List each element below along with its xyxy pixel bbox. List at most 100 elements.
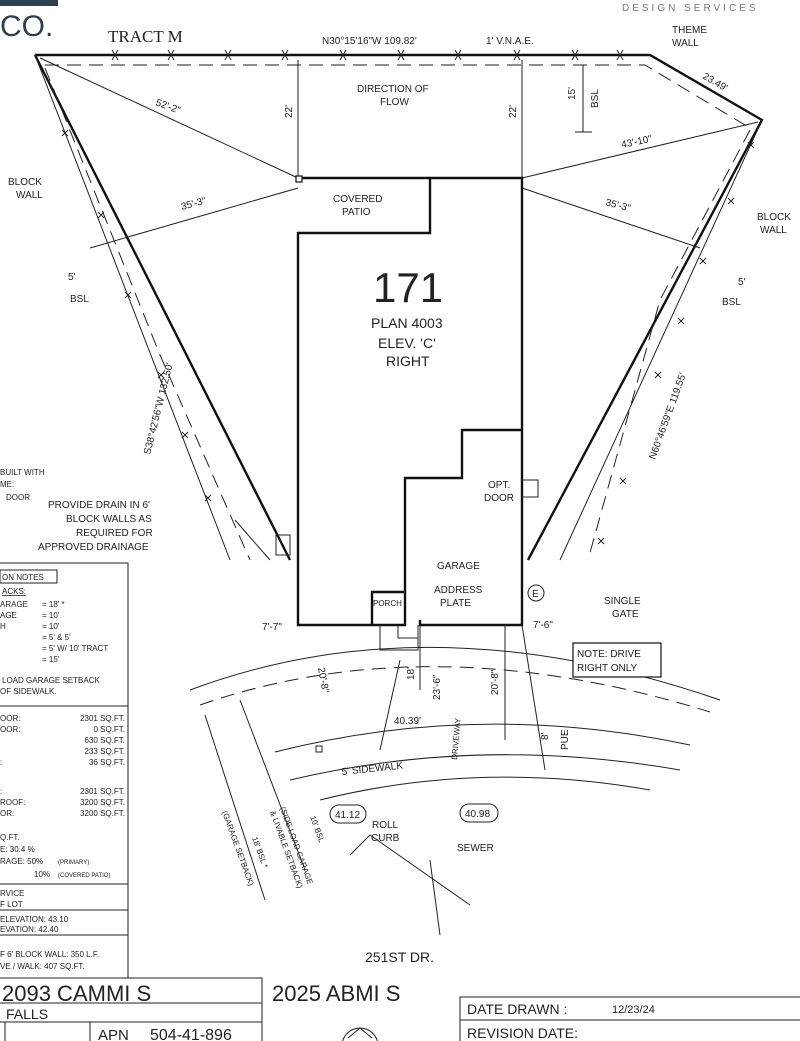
elevation-label: ELEV. 'C': [378, 335, 436, 351]
dim-8: 8': [540, 732, 551, 740]
dim-22: 22': [508, 105, 519, 118]
opt-door: [522, 479, 539, 498]
quantity-text: F 6' BLOCK WALL: 350 L.F.: [0, 950, 99, 959]
area-label: OOR:: [0, 714, 20, 723]
notes-title: ON NOTES: [2, 573, 44, 582]
corner-marker: [295, 175, 303, 183]
dim-35-3: 35'-3": [604, 197, 632, 214]
area-label: OR:: [0, 809, 14, 818]
setback-item: = 10': [42, 622, 60, 631]
dim-35-3: 35'-3": [180, 196, 208, 213]
subdivision-name: FALLS: [6, 1006, 48, 1022]
orientation-label: RIGHT: [386, 353, 430, 369]
theme-wall-label: THEME: [672, 25, 707, 36]
right-bearing: N60°46'59"E 119.55': [647, 371, 689, 461]
area-label: :: [0, 758, 2, 767]
tract-label: TRACT M: [108, 27, 183, 46]
plan-label: PLAN 4003: [371, 315, 443, 331]
block-wall-label: BLOCK: [757, 212, 791, 223]
service-text: F LOT: [0, 900, 23, 909]
drain-note: APPROVED DRAINAGE: [38, 542, 149, 553]
coverage-text: Q.FT.: [0, 833, 20, 842]
company-logo: CO.: [0, 0, 58, 43]
dim-20-8: 20'-8": [315, 667, 330, 694]
street-name: 251ST DR.: [365, 949, 434, 965]
dim-5: 5': [68, 272, 76, 283]
revision-date-label: REVISION DATE:: [467, 1025, 578, 1041]
elevation-text: ELEVATION: 43.10: [0, 915, 69, 924]
setback-item: = 10': [42, 611, 60, 620]
block-wall-label: WALL: [760, 225, 787, 236]
setback-item: = 5' & 5': [42, 633, 71, 642]
area-value: 630 SQ.FT.: [85, 736, 125, 745]
area-value: 0 SQ.FT.: [93, 725, 125, 734]
apn-value: 504-41-896: [150, 1027, 232, 1041]
drain-note: BLOCK WALLS AS: [66, 514, 152, 525]
setback-item: = 5' W/ 10' TRACT: [42, 644, 108, 653]
top-bearing: N30°15'16"W 109.82': [322, 36, 417, 47]
address-plate-label: ADDRESS: [434, 585, 483, 596]
dim-23-49: 23.49': [701, 71, 730, 94]
logo-text: CO.: [0, 10, 53, 43]
single-gate-label: GATE: [612, 609, 639, 620]
address-title-block: 2093 CAMMI S 2025 ABMI S FALLS APN 504-4…: [0, 977, 400, 1041]
covered-patio-label: PATIO: [342, 207, 371, 218]
setback-label: (GARAGE SETBACK): [220, 810, 256, 888]
area-value: 36 SQ.FT.: [89, 758, 125, 767]
elevation-text: EVATION: 42.40: [0, 925, 59, 934]
setback-label: 10' BSL: [308, 815, 326, 845]
setback-item: H: [0, 622, 6, 631]
setbacks-heading: ACKS:: [2, 587, 26, 596]
dimension-lines: [39, 57, 759, 561]
opt-door-label: DOOR: [484, 493, 514, 504]
date-drawn-label: DATE DRAWN :: [467, 1001, 567, 1017]
driveway-label: DRIVEWAY: [450, 717, 463, 760]
block-wall-left: [34, 54, 231, 561]
setback-note: OF SIDEWALK.: [0, 687, 57, 696]
date-drawn-value: 12/23/24: [612, 1004, 655, 1016]
sidewalk-label: 5' SIDEWALK: [341, 761, 404, 778]
roll-curb-label: ROLL: [372, 820, 399, 831]
setback-note: LOAD GARAGE SETBACK: [2, 676, 100, 685]
coverage-text: RAGE: 50%: [0, 857, 43, 866]
drain-note: PROVIDE DRAIN IN 6': [48, 500, 150, 511]
note-text: ME:: [0, 480, 14, 489]
block-wall-label: BLOCK: [8, 177, 42, 188]
dim-15: 15': [567, 87, 578, 100]
setback-item: = 15': [42, 655, 60, 664]
area-label: :: [0, 787, 2, 796]
utility-box: [315, 745, 323, 753]
lot-number: 171: [373, 264, 443, 311]
porch-label: PORCH: [373, 599, 402, 608]
dim-18: 18': [406, 667, 417, 680]
sewer-label: SEWER: [457, 843, 494, 854]
area-value: 2301 SQ.FT.: [80, 787, 125, 796]
area-value: 2301 SQ.FT.: [80, 714, 125, 723]
electric-symbol: E: [532, 589, 539, 600]
setback-item: ARAGE: [0, 600, 28, 609]
drain-note: REQUIRED FOR: [76, 528, 153, 539]
coverage-text: (PRIMARY): [58, 860, 89, 866]
block-wall-label: WALL: [16, 190, 43, 201]
house-footprint: [296, 176, 524, 627]
company-tagline: DESIGN SERVICES: [622, 3, 759, 14]
porch-outline: [370, 590, 405, 625]
flow-label: DIRECTION OF: [357, 84, 429, 95]
dim-23-6: 23'-6": [432, 674, 443, 700]
flow-label: FLOW: [380, 97, 409, 108]
area-value: 3200 SQ.FT.: [80, 798, 125, 807]
address-text: 2025 ABMI S: [272, 981, 400, 1006]
setback-item: AGE: [0, 611, 17, 620]
coverage-text: 10%: [34, 870, 50, 879]
electric-meter-icon: [527, 584, 545, 602]
drive-note: RIGHT ONLY: [577, 663, 638, 674]
area-value: 3200 SQ.FT.: [80, 809, 125, 818]
site-notes-panel: ON NOTES ACKS: ARAGE= 18' * AGE= 10' H= …: [0, 562, 129, 978]
covered-patio-label: COVERED: [333, 194, 382, 205]
dim-bsl: BSL: [722, 297, 741, 308]
vnae-label: 1' V.N.A.E.: [486, 36, 534, 47]
roll-curb-label: CURB: [371, 833, 400, 844]
coverage-text: E: 30.4 %: [0, 845, 35, 854]
date-title-block: DATE DRAWN : 12/23/24 REVISION DATE:: [459, 996, 800, 1041]
